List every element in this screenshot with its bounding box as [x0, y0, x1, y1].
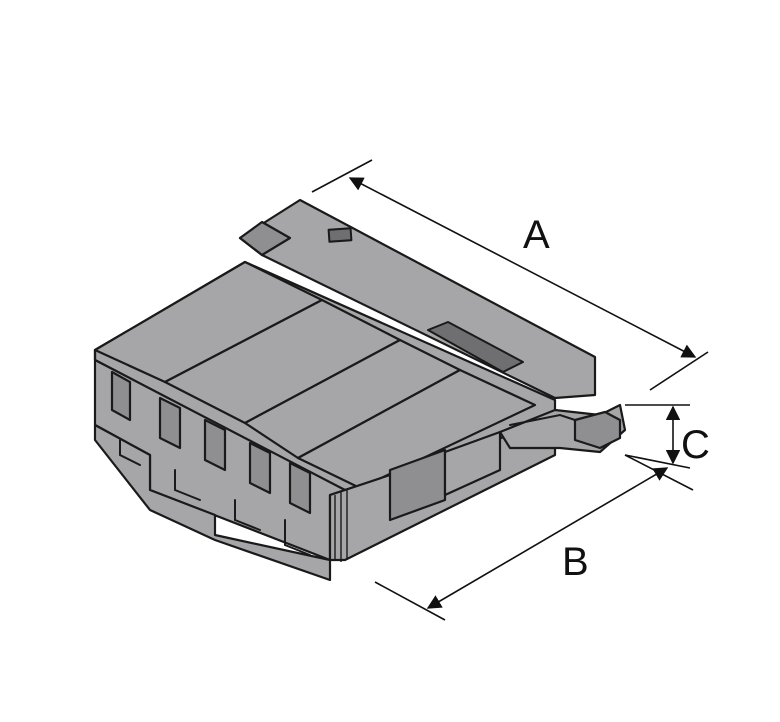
- terminal-slots: [110, 370, 312, 515]
- dimension-a-extension-right: [649, 351, 709, 391]
- latch-outline: [509, 413, 576, 426]
- dimension-a-extension-left: [311, 159, 373, 193]
- latch-window: [327, 227, 353, 243]
- terminal-slot: [203, 418, 227, 472]
- dimension-c: C: [624, 404, 710, 469]
- terminal-slot: [248, 441, 272, 495]
- connector-housing: [93, 198, 627, 582]
- side-ribs: [334, 490, 348, 562]
- dimension-b-label: B: [562, 540, 589, 584]
- dimension-a: A: [311, 159, 709, 391]
- terminal-slot: [110, 370, 132, 422]
- cavity-ridge-4: [296, 368, 537, 490]
- dimension-b-line: [426, 467, 669, 609]
- housing-rear-block: [238, 220, 292, 257]
- base-steps: [119, 439, 311, 556]
- terminal-slot: [288, 461, 312, 515]
- dimension-b: B: [374, 454, 694, 621]
- latch-tab: [573, 410, 622, 450]
- dimension-c-extension-bottom: [624, 454, 691, 469]
- dimension-b-extension-left: [374, 581, 446, 621]
- terminal-slot: [158, 396, 182, 450]
- dimension-a-label: A: [523, 213, 550, 257]
- dimension-c-label: C: [681, 423, 710, 467]
- dimension-a-line: [348, 177, 697, 358]
